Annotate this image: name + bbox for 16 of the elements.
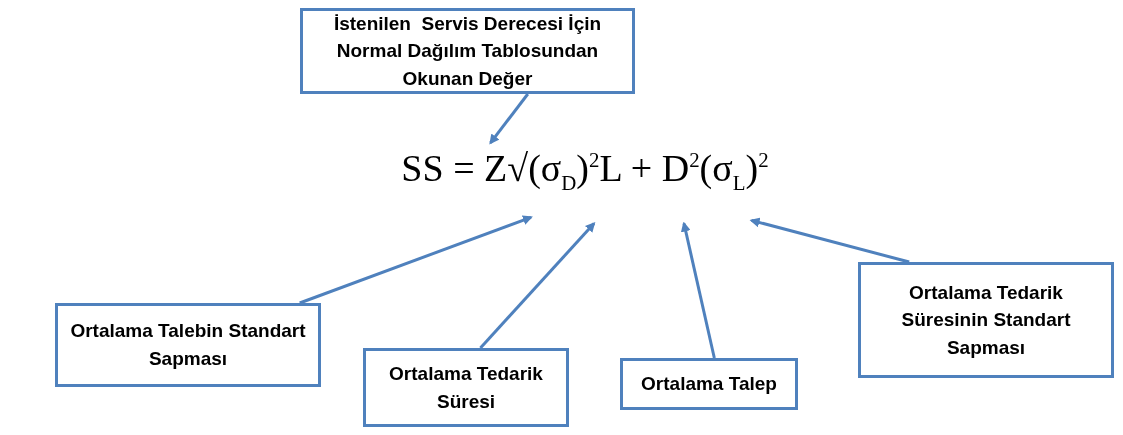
text-box	[620, 358, 798, 410]
text-box	[363, 348, 569, 427]
text-box	[858, 262, 1114, 378]
arrow	[479, 222, 596, 349]
box-label: Ortalama Tedarik Süresi	[388, 361, 544, 414]
box-label: Ortalama Talep	[641, 372, 777, 397]
box-label: Ortalama Tedarik Süresinin Standart Sapması	[900, 280, 1072, 360]
arrow	[299, 215, 533, 305]
box-label: İstenilen Servis Derecesi İçin Normal Dağılım Tablosundan Okunan Değer	[332, 11, 603, 91]
formula: SS = Z√(σ$_{D}$)$^{2}$L + D$^{2}$(σ$_{L}$)$^{2}$	[360, 146, 810, 208]
text-box	[55, 303, 321, 387]
text-box	[300, 8, 635, 94]
box-label: Ortalama Talebin Standart Sapması	[69, 319, 307, 371]
arrow	[749, 217, 910, 264]
arrow	[489, 93, 529, 145]
arrow	[680, 221, 716, 359]
